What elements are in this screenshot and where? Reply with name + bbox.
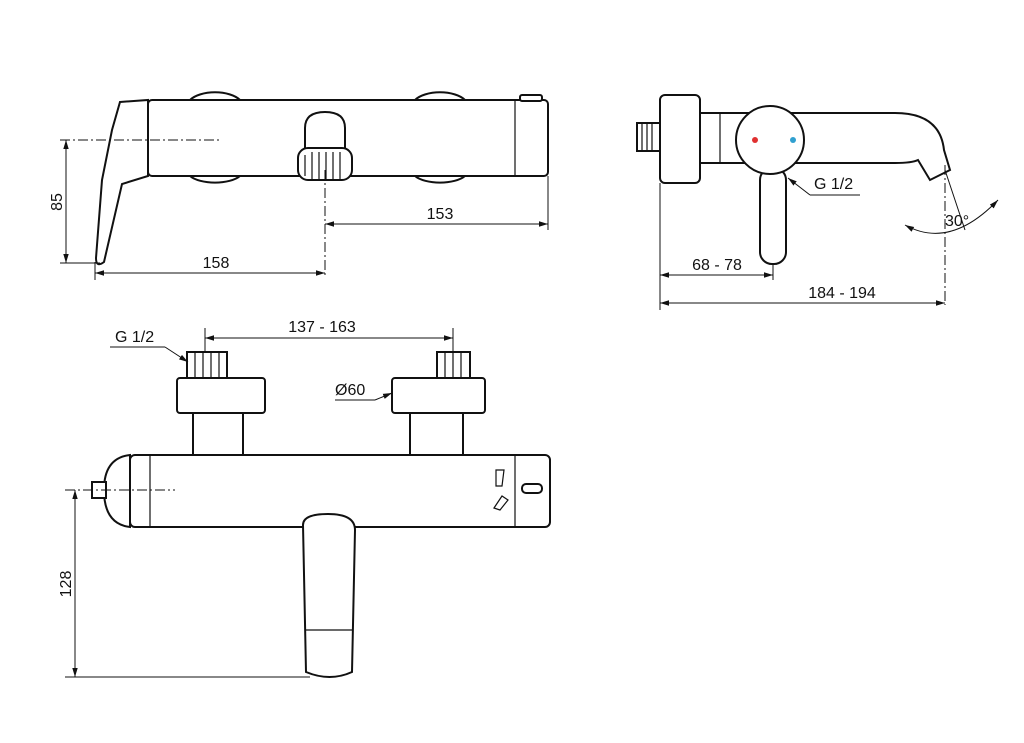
lever-handle — [759, 167, 787, 265]
wall-thread — [636, 122, 662, 152]
angle-arc — [904, 199, 999, 234]
side-view: 85 158 153 — [49, 91, 549, 280]
end-view: 30° G 1/2 68 - 78 184 - 194 — [636, 94, 999, 310]
angle-label: 30° — [945, 213, 969, 230]
wall-flange — [659, 94, 701, 184]
hot-indicator — [752, 137, 758, 143]
dim-label-158: 158 — [203, 255, 230, 272]
right-flange — [391, 377, 486, 414]
knob-left-bottom — [187, 175, 243, 184]
thread-label-front: G 1/2 — [115, 329, 154, 346]
dim-label-85: 85 — [49, 193, 66, 211]
handle-lever — [94, 98, 149, 266]
body-button — [519, 94, 543, 102]
left-cap — [102, 453, 131, 529]
knob-right-bottom — [412, 175, 468, 184]
cold-indicator — [790, 137, 796, 143]
dim-label-153: 153 — [427, 206, 454, 223]
thread-label-end: G 1/2 — [814, 176, 853, 193]
diameter-label: Ø60 — [335, 382, 365, 399]
dim-label-128: 128 — [58, 571, 75, 598]
left-thread — [186, 351, 228, 380]
diverter-button — [521, 483, 543, 494]
knob-right-top — [412, 91, 468, 101]
dim-label-137-163: 137 - 163 — [288, 319, 356, 336]
knob-left-top — [187, 91, 243, 101]
lever-front — [301, 512, 357, 678]
left-flange — [176, 377, 266, 414]
handle-disc — [735, 105, 805, 175]
dim-label-184-194: 184 - 194 — [808, 285, 876, 302]
front-view: 137 - 163 G 1/2 Ø60 128 — [58, 319, 551, 678]
dim-label-68-78: 68 - 78 — [692, 257, 742, 274]
outlet-neck — [304, 110, 346, 151]
